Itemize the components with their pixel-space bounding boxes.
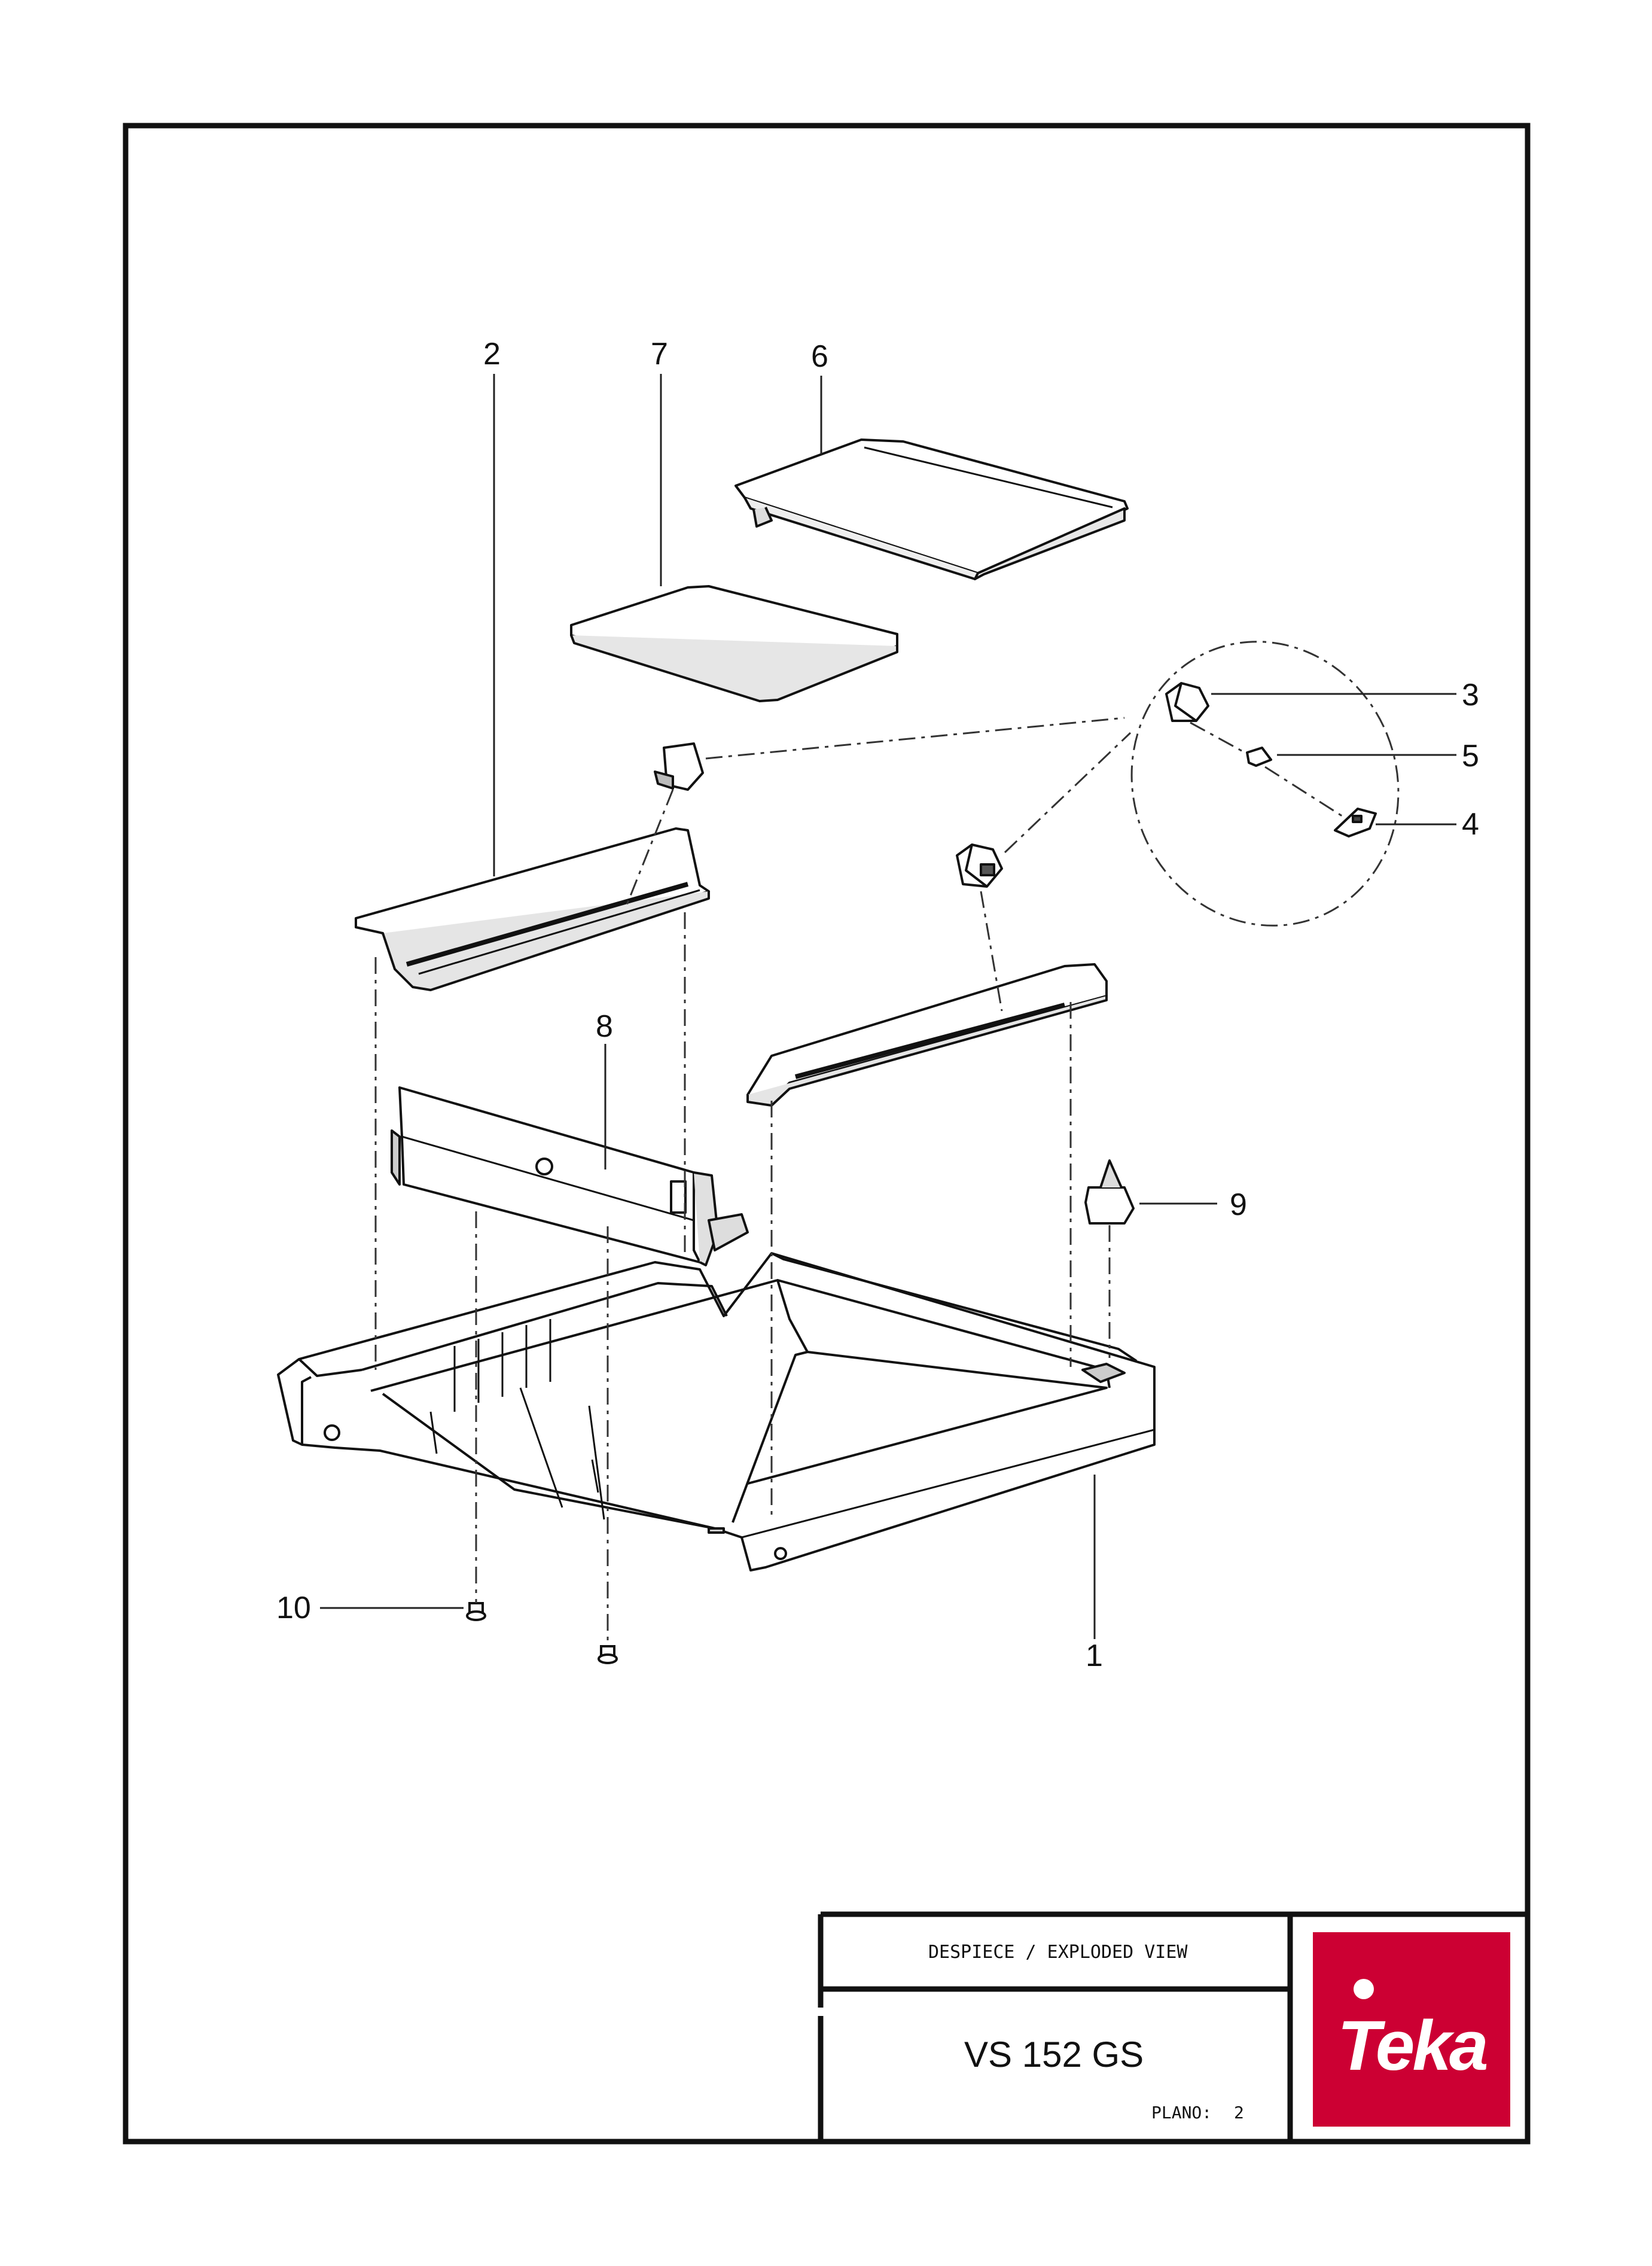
- callout-10: 10: [276, 1591, 311, 1625]
- callout-6: 6: [811, 339, 828, 374]
- part-8-front-panel: [391, 1086, 749, 1266]
- plano-label: PLANO:: [1151, 2103, 1212, 2122]
- part-right-rail: [746, 963, 1108, 1107]
- logo-wordmark: Teka: [1337, 2006, 1487, 2085]
- callout-5: 5: [1462, 739, 1479, 773]
- part-5-small-plate: [1246, 747, 1272, 767]
- title-block-model: VS 152 GS: [964, 2034, 1144, 2075]
- plano-number: 2: [1234, 2103, 1244, 2122]
- leader-lines: [320, 374, 1456, 1639]
- part-2-left-rail: [355, 827, 710, 991]
- part-4-bracket: [1334, 808, 1377, 837]
- callout-4: 4: [1462, 807, 1479, 842]
- part-1-base-frame: [277, 1252, 1156, 1571]
- callout-9: 9: [1230, 1187, 1247, 1222]
- part-7-plate: [570, 585, 898, 702]
- callout-1: 1: [1086, 1638, 1103, 1673]
- title-block-plano: PLANO: 2: [1151, 2103, 1244, 2122]
- part-6-top-cover: [734, 438, 1129, 580]
- part-9-clip: [1084, 1159, 1135, 1225]
- callout-8: 8: [596, 1009, 613, 1044]
- title-block-title: DESPIECE / EXPLODED VIEW: [928, 1942, 1188, 1963]
- part-10-screws: [466, 1602, 618, 1664]
- drawing-border: [123, 123, 1531, 2145]
- logo-background: [1313, 1932, 1510, 2127]
- title-block: [818, 1911, 1528, 2142]
- callout-3: 3: [1462, 678, 1479, 712]
- callout-2: 2: [483, 337, 501, 371]
- teka-logo: Teka: [798, 1932, 1510, 2127]
- assembly-lines: [374, 641, 1400, 1646]
- callout-7: 7: [651, 337, 668, 371]
- part-3-latch: [654, 682, 1209, 888]
